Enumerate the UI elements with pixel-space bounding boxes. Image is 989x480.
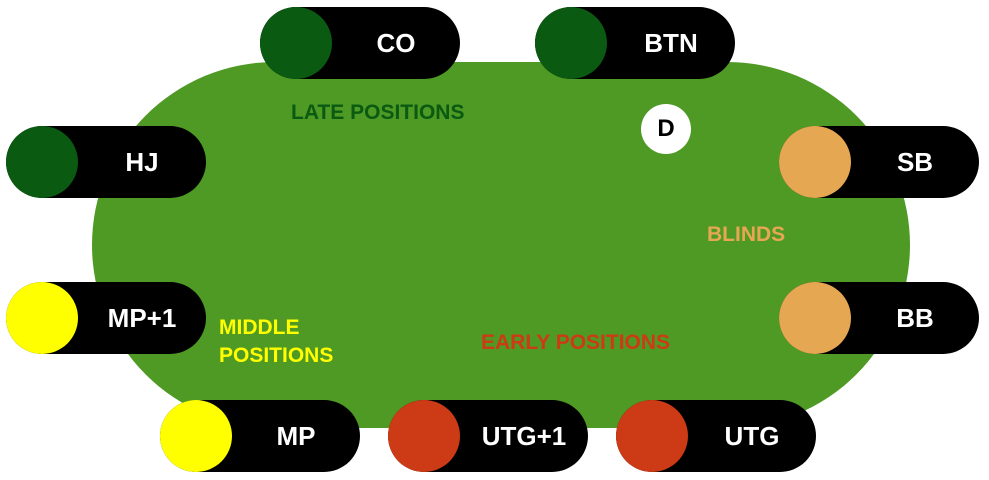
seat-btn-label: BTN — [644, 28, 698, 58]
seat-utg-plus-1: UTG+1 — [388, 400, 588, 472]
seat-bb-chip — [779, 282, 851, 354]
middle-positions-label-line1: MIDDLE — [219, 316, 300, 339]
seat-mp-label: MP — [276, 421, 316, 451]
seat-utg: UTG — [616, 400, 816, 472]
seat-utg-chip — [616, 400, 688, 472]
seat-utg-label: UTG — [724, 421, 780, 451]
early-positions-label: EARLY POSITIONS — [481, 331, 671, 354]
seat-bb: BB — [779, 282, 979, 354]
seat-sb-chip — [779, 126, 851, 198]
seat-hj-label: HJ — [125, 147, 159, 177]
seat-utg-plus-1-chip — [388, 400, 460, 472]
seat-mp-plus-1-label: MP+1 — [107, 303, 177, 333]
seat-mp: MP — [160, 400, 360, 472]
seat-sb: SB — [779, 126, 979, 198]
middle-positions-label-line2: POSITIONS — [219, 344, 334, 367]
seat-co-label: CO — [376, 28, 416, 58]
seat-hj-chip — [6, 126, 78, 198]
dealer-button: D — [641, 104, 691, 154]
seat-mp-plus-1: MP+1 — [6, 282, 206, 354]
blinds-label: BLINDS — [707, 223, 786, 246]
table-felt — [92, 62, 910, 428]
seat-co-chip — [260, 7, 332, 79]
seat-btn-chip — [535, 7, 607, 79]
seat-mp-chip — [160, 400, 232, 472]
seat-mp-plus-1-chip — [6, 282, 78, 354]
late-positions-label: LATE POSITIONS — [291, 101, 465, 124]
seat-hj: HJ — [6, 126, 206, 198]
seat-btn: BTN — [535, 7, 735, 79]
seat-co: CO — [260, 7, 460, 79]
seat-bb-label: BB — [896, 303, 934, 333]
seat-sb-label: SB — [896, 147, 934, 177]
seat-utg-plus-1-label: UTG+1 — [481, 421, 567, 451]
